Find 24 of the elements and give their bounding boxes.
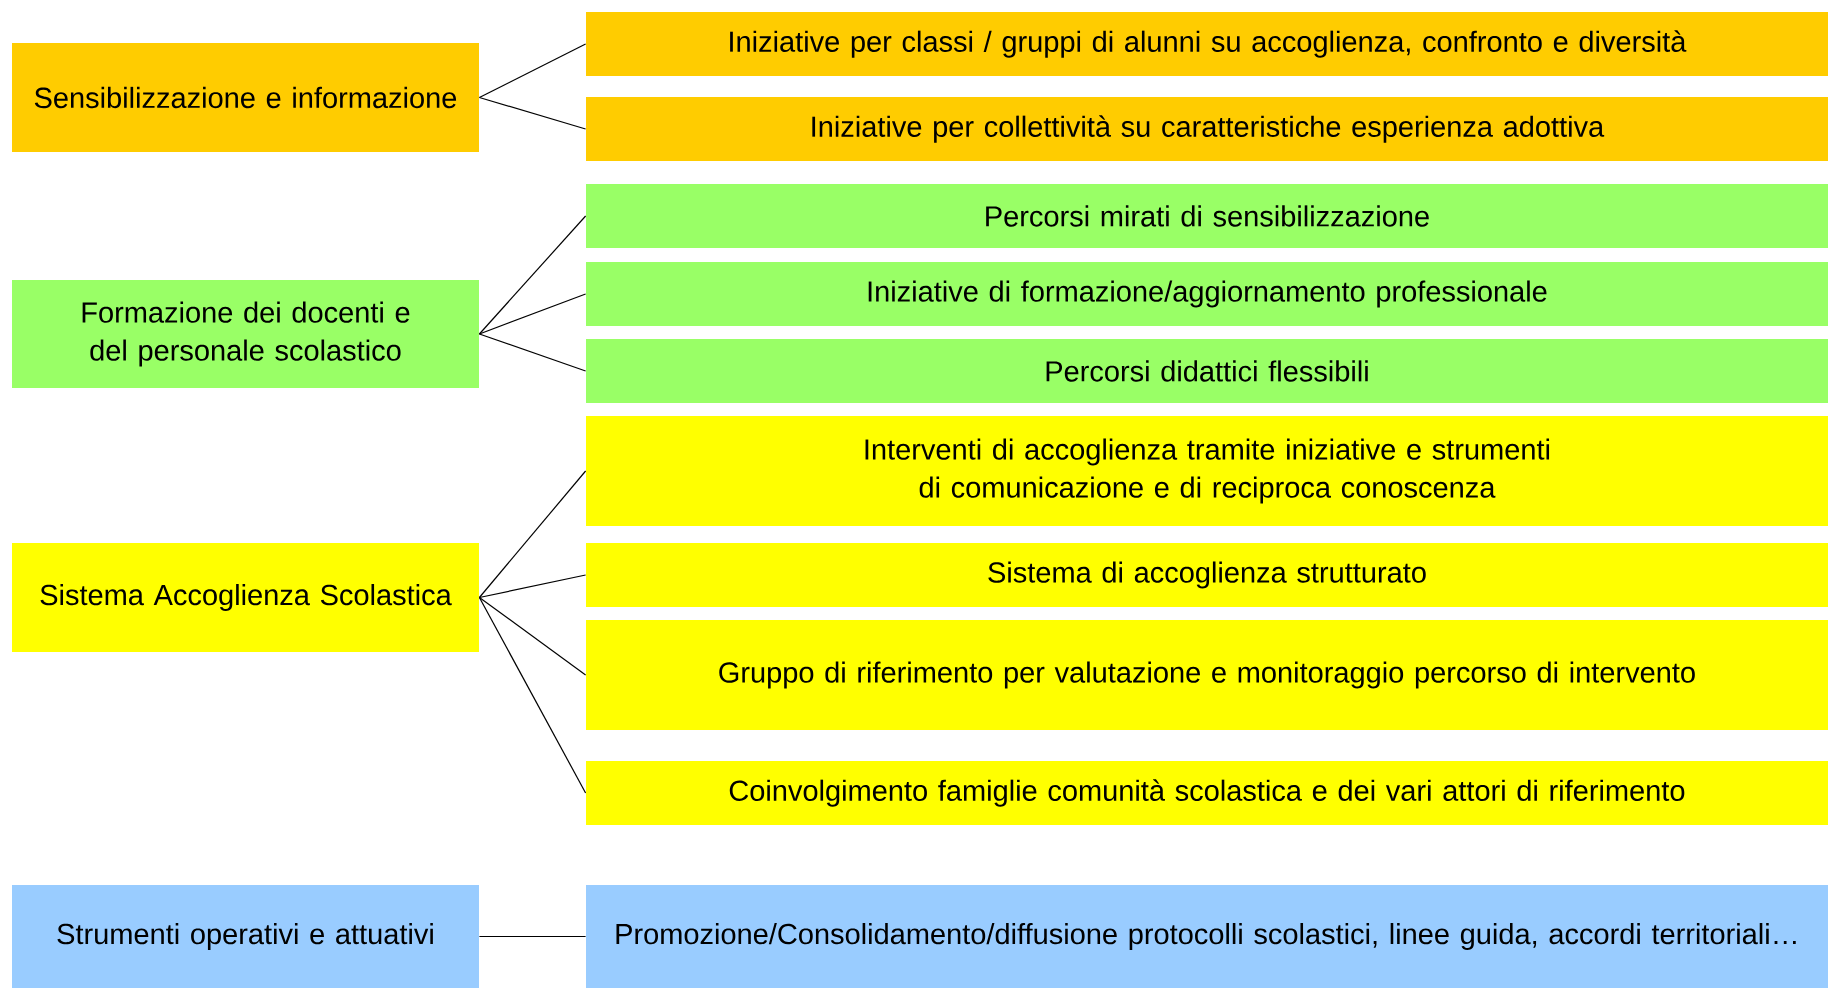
connector-line [478,470,587,599]
item-box: Percorsi didattici flessibili [586,339,1828,403]
item-box: Iniziative per classi / gruppi di alunni su accoglienza, confronto e diversità [586,12,1828,76]
category-box: Sensibilizzazione e informazione [12,43,479,152]
connector-line [478,596,587,794]
connector-line [478,596,587,676]
connector-line [478,333,587,372]
item-box: Gruppo di riferimento per valutazione e monitoraggio percorso di intervento [586,620,1828,730]
item-box: Iniziative per collettività su caratteristiche esperienza adottiva [586,97,1828,161]
item-box: Percorsi mirati di sensibilizzazione [586,184,1828,248]
connector-line [478,574,587,599]
item-box: Iniziative di formazione/aggiornamento professionale [586,262,1828,326]
connector-line [478,96,587,130]
item-box: Interventi di accoglienza tramite iniziative e strumenti di comunicazione e di reciproca conoscenza [586,416,1828,526]
item-box: Sistema di accoglienza strutturato [586,543,1828,607]
category-box: Sistema Accoglienza Scolastica [12,543,479,652]
connector-line [478,935,587,938]
connector-line [478,43,587,99]
item-box: Coinvolgimento famiglie comunità scolastica e dei vari attori di riferimento [586,761,1828,825]
category-box: Formazione dei docenti e del personale scolastico [12,280,479,388]
connector-line [478,293,587,335]
item-box: Promozione/Consolidamento/diffusione protocolli scolastici, linee guida, accordi territoriali… [586,885,1828,988]
category-box: Strumenti operativi e attuativi [12,885,479,988]
connector-line [478,215,587,335]
